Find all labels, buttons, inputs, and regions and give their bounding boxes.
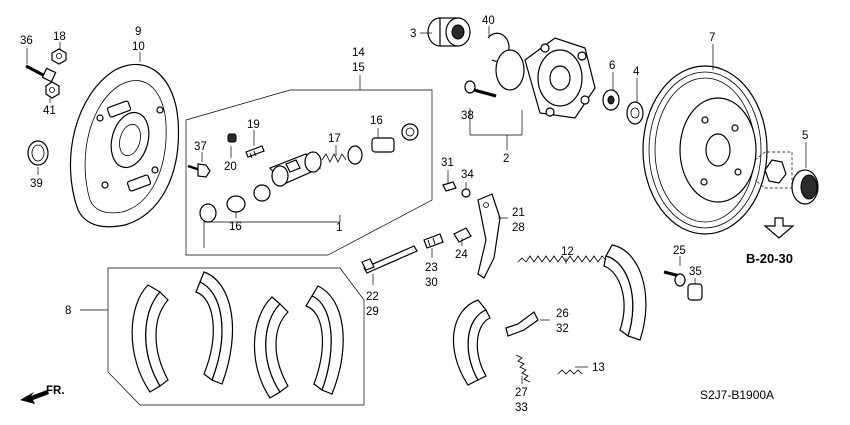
- label-29[interactable]: 29: [366, 306, 379, 318]
- nut-and-cap: [754, 151, 819, 205]
- label-35[interactable]: 35: [689, 266, 702, 278]
- label-32[interactable]: 32: [556, 323, 569, 335]
- washer-34: [461, 188, 471, 198]
- hub-bolt-38: [464, 80, 497, 98]
- wheel-cylinder-body: [268, 151, 322, 187]
- brake-shoe-right: [603, 244, 647, 341]
- label-18[interactable]: 18: [53, 31, 66, 43]
- label-38[interactable]: 38: [461, 110, 474, 122]
- cup-right: [347, 123, 419, 165]
- label-39[interactable]: 39: [30, 178, 43, 190]
- adjuster-23: [423, 233, 444, 249]
- washer-4: [626, 101, 644, 125]
- label-41[interactable]: 41: [43, 105, 56, 117]
- label-12[interactable]: 12: [561, 246, 574, 258]
- label-28[interactable]: 28: [512, 222, 525, 234]
- hub-unit: [495, 37, 596, 119]
- nut-41: [45, 81, 60, 99]
- clip-31: [442, 181, 457, 192]
- nut-18: [51, 48, 67, 65]
- label-34[interactable]: 34: [461, 169, 474, 181]
- label-9[interactable]: 9: [135, 26, 141, 38]
- front-arrow-icon: [20, 390, 49, 404]
- spring-12: [517, 255, 607, 263]
- label-4[interactable]: 4: [633, 66, 640, 78]
- adjuster-22: [361, 245, 418, 274]
- label-8[interactable]: 8: [65, 305, 71, 317]
- label-33[interactable]: 33: [515, 402, 528, 414]
- label-25[interactable]: 25: [673, 245, 686, 257]
- label-23[interactable]: 23: [425, 262, 438, 274]
- front-label: FR.: [46, 385, 65, 397]
- brake-drum: [642, 65, 768, 235]
- spring-27: [515, 354, 531, 383]
- wheel-cylinder-frame: [185, 89, 433, 256]
- pin-25: [663, 270, 686, 287]
- reference-b-20-30[interactable]: B-20-30: [746, 251, 793, 266]
- part-labels: 36 18 9 10 41 39 37 20 19 16 17 16 14 15…: [20, 15, 808, 414]
- adjuster-24: [453, 227, 472, 243]
- label-27[interactable]: 27: [515, 387, 528, 399]
- leader-lines: [26, 26, 807, 384]
- spring-17: [321, 153, 347, 163]
- label-22[interactable]: 22: [366, 291, 379, 303]
- spring-13: [557, 369, 583, 375]
- shoe-set-8: [131, 271, 344, 399]
- bleeder-37: [187, 163, 211, 178]
- cap-20: [227, 133, 237, 143]
- seal-39: [27, 140, 49, 166]
- label-21[interactable]: 21: [512, 207, 525, 219]
- label-1[interactable]: 1: [336, 222, 342, 234]
- label-36[interactable]: 36: [20, 35, 33, 47]
- label-6[interactable]: 6: [609, 60, 615, 72]
- label-26[interactable]: 26: [556, 308, 569, 320]
- label-17[interactable]: 17: [328, 133, 341, 145]
- washer-6: [602, 89, 620, 111]
- label-15[interactable]: 15: [352, 62, 365, 74]
- brake-shoe-left: [452, 299, 491, 386]
- bolt-36: [25, 64, 57, 83]
- shoe-set-frame: [107, 267, 365, 406]
- backing-plate: [69, 63, 180, 228]
- label-5[interactable]: 5: [802, 130, 808, 142]
- clip-35: [687, 283, 703, 301]
- label-14[interactable]: 14: [352, 47, 365, 59]
- label-30[interactable]: 30: [425, 277, 438, 289]
- lever-21: [477, 193, 501, 279]
- label-37[interactable]: 37: [194, 141, 207, 153]
- label-24[interactable]: 24: [455, 249, 468, 261]
- label-31[interactable]: 31: [441, 157, 454, 169]
- label-3[interactable]: 3: [410, 28, 416, 40]
- label-40[interactable]: 40: [482, 15, 495, 27]
- label-16b[interactable]: 16: [370, 115, 383, 127]
- ref-arrow: [763, 217, 795, 239]
- boot-left: [199, 184, 271, 223]
- label-13[interactable]: 13: [592, 362, 605, 374]
- lever-26: [505, 311, 539, 337]
- label-16a[interactable]: 16: [229, 221, 242, 233]
- bleeder-19: [245, 145, 265, 159]
- label-20[interactable]: 20: [224, 161, 237, 173]
- label-7[interactable]: 7: [709, 32, 715, 44]
- drawing-code: S2J7-B1900A: [700, 388, 774, 402]
- label-19[interactable]: 19: [247, 119, 260, 131]
- label-2[interactable]: 2: [503, 153, 509, 165]
- bearing-3: [427, 17, 471, 47]
- label-10[interactable]: 10: [132, 41, 145, 53]
